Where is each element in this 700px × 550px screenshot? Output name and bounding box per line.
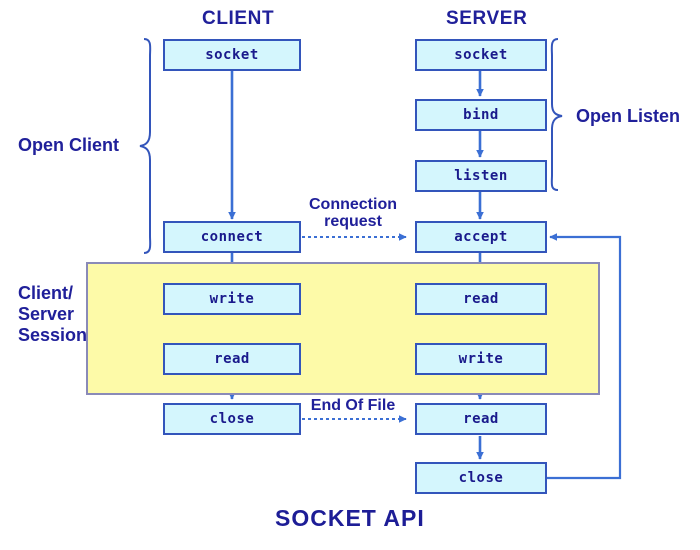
node-server-read[interactable]: read bbox=[415, 283, 547, 315]
session-label-line-2: Server bbox=[18, 304, 75, 325]
connection-request-line-1: Connection bbox=[309, 196, 397, 213]
session-label-line-3: Session bbox=[18, 325, 88, 346]
node-client-connect[interactable]: connect bbox=[163, 221, 301, 253]
node-client-read[interactable]: read bbox=[163, 343, 301, 375]
node-server-bind[interactable]: bind bbox=[415, 99, 547, 131]
diagram-title: SOCKET API bbox=[275, 505, 425, 531]
node-client-close[interactable]: close bbox=[163, 403, 301, 435]
edge-label-end-of-file: End Of File bbox=[310, 397, 396, 414]
node-client-socket[interactable]: socket bbox=[163, 39, 301, 71]
node-server-socket[interactable]: socket bbox=[415, 39, 547, 71]
group-label-open-client: Open Client bbox=[18, 135, 120, 155]
node-client-write[interactable]: write bbox=[163, 283, 301, 315]
group-label-session: Client/ Server Session bbox=[18, 283, 87, 347]
node-server-write[interactable]: write bbox=[415, 343, 547, 375]
node-server-close[interactable]: close bbox=[415, 462, 547, 494]
node-server-listen[interactable]: listen bbox=[415, 160, 547, 192]
column-header-client: CLIENT bbox=[202, 8, 275, 29]
node-server-accept[interactable]: accept bbox=[415, 221, 547, 253]
group-label-open-listen: Open Listen bbox=[576, 106, 681, 126]
session-label-line-1: Client/ bbox=[18, 283, 74, 303]
edge-label-connection-request: Connection request bbox=[303, 196, 403, 231]
connection-request-line-2: request bbox=[324, 212, 382, 230]
node-server-read2[interactable]: read bbox=[415, 403, 547, 435]
open-listen-brace bbox=[550, 38, 563, 191]
open-client-brace bbox=[139, 38, 152, 254]
client-server-session-region bbox=[86, 262, 600, 395]
column-header-server: SERVER bbox=[446, 8, 528, 29]
